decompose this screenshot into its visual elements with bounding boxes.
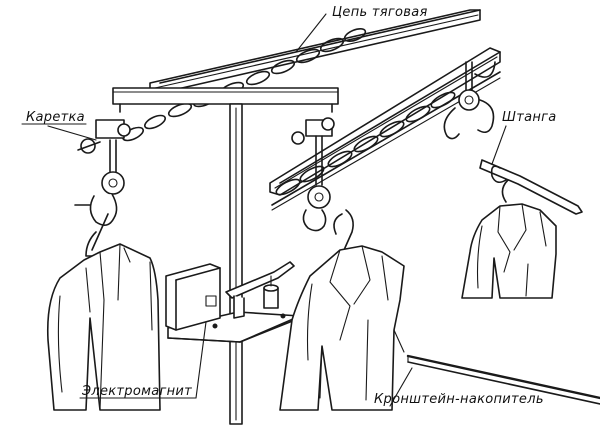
jacket-left xyxy=(46,213,161,411)
rod xyxy=(479,159,583,215)
carriage-middle xyxy=(291,117,335,232)
jacket-right xyxy=(461,179,557,299)
storage-bracket xyxy=(406,354,600,405)
label-traction-chain: Цепь тяговая xyxy=(332,5,428,20)
jacket-middle xyxy=(279,209,405,411)
electromagnet-unit xyxy=(165,261,301,343)
callout-labels: Цепь тяговая Каретка Штанга Электромагни… xyxy=(26,5,557,407)
label-carriage: Каретка xyxy=(26,110,85,125)
label-rod: Штанга xyxy=(502,110,557,125)
label-electromagnet: Электромагнит xyxy=(81,384,192,399)
support-frame xyxy=(112,87,339,425)
callout-leaders xyxy=(21,13,507,407)
carriage-right xyxy=(443,61,496,140)
track-rails xyxy=(149,9,501,211)
carriage-left xyxy=(74,119,131,226)
label-storage-bracket: Кронштейн-накопитель xyxy=(374,392,544,407)
